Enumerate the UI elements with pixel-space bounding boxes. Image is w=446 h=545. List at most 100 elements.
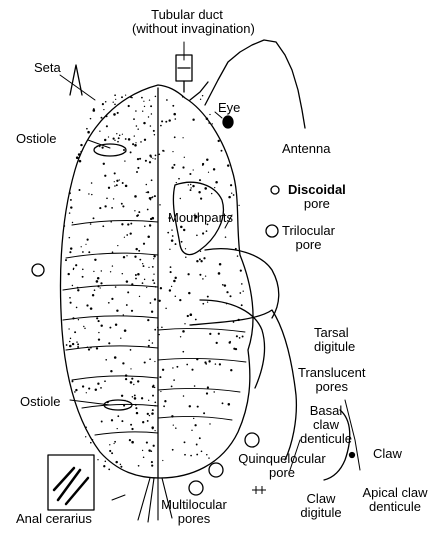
stipple-dot xyxy=(135,411,139,415)
stipple-dot xyxy=(121,420,124,423)
stipple-dot xyxy=(111,207,113,209)
stipple-dot xyxy=(100,116,103,119)
tarsal-digitule-label: Tarsal digitule xyxy=(314,326,355,354)
stipple-dot xyxy=(194,424,197,427)
stipple-dot xyxy=(133,397,137,400)
stipple-dot xyxy=(85,392,87,394)
claw-digitule-line1: Claw xyxy=(306,491,336,506)
stipple-dot xyxy=(149,154,152,157)
stipple-dot xyxy=(209,332,212,336)
stipple-dot xyxy=(114,323,118,327)
ostiole-bottom-label: Ostiole xyxy=(20,394,61,409)
stipple-dot xyxy=(163,405,165,408)
stipple-dot xyxy=(134,210,136,212)
leg-mid xyxy=(199,299,266,389)
discoidal-pore-glyph xyxy=(270,185,280,195)
stipple-dot xyxy=(201,94,204,97)
stipple-dot xyxy=(199,273,202,276)
stipple-dot xyxy=(143,278,146,281)
stipple-dot xyxy=(151,342,154,344)
stipple-dot xyxy=(196,358,199,361)
stipple-dot xyxy=(154,158,156,160)
stipple-dot xyxy=(207,171,210,173)
stipple-dot xyxy=(129,151,132,154)
stipple-dot xyxy=(242,290,244,292)
stipple-dot xyxy=(71,284,74,287)
multilocular-pores-label: Multilocular pores xyxy=(152,498,236,526)
stipple-dot xyxy=(113,181,115,183)
stipple-dot xyxy=(115,98,117,101)
stipple-dot xyxy=(182,228,186,232)
stipple-dot xyxy=(95,347,99,350)
stipple-dot xyxy=(194,318,197,321)
stipple-dot xyxy=(105,115,108,118)
stipple-dot xyxy=(137,166,140,169)
stipple-dot xyxy=(172,104,175,107)
stipple-dot xyxy=(151,385,155,388)
stipple-dot xyxy=(161,120,164,123)
stipple-dot xyxy=(83,325,85,328)
stipple-dot xyxy=(206,295,209,298)
stipple-dot xyxy=(152,157,154,159)
stipple-dot xyxy=(120,202,123,205)
stipple-dot xyxy=(129,381,133,384)
stipple-dot xyxy=(154,401,157,404)
stipple-dot xyxy=(128,439,131,442)
multilocular-pore-glyph-1 xyxy=(188,480,204,496)
tarsal-line1: Tarsal xyxy=(314,325,349,340)
stipple-dot xyxy=(97,338,101,341)
stipple-dot xyxy=(149,125,152,127)
stipple-dot xyxy=(142,263,144,265)
stipple-dot xyxy=(145,191,147,194)
stipple-dot xyxy=(170,385,173,388)
anal-cerarius-label: Anal cerarius xyxy=(16,511,92,526)
stipple-dot xyxy=(206,453,208,456)
stipple-dot xyxy=(200,450,203,453)
stipple-dot xyxy=(112,198,115,200)
stipple-dot xyxy=(152,444,155,447)
stipple-dot xyxy=(99,207,102,210)
stipple-dot xyxy=(99,287,101,289)
stipple-dot xyxy=(149,199,152,201)
stipple-dot xyxy=(104,205,107,208)
quinque-line2: pore xyxy=(268,465,296,480)
stipple-dot xyxy=(78,189,81,191)
stipple-dot xyxy=(144,159,147,162)
body-outline xyxy=(59,84,254,479)
stipple-dot xyxy=(91,193,93,196)
stipple-dot xyxy=(140,141,142,143)
stipple-dot xyxy=(104,100,107,103)
stipple-dot xyxy=(199,98,202,100)
stipple-dot xyxy=(82,251,84,253)
stipple-dot xyxy=(169,266,172,268)
stipple-dot xyxy=(198,258,201,261)
stipple-dot xyxy=(211,123,213,125)
stipple-dot xyxy=(211,192,213,195)
stipple-dot xyxy=(117,137,120,140)
apical-line1: Apical claw xyxy=(362,485,428,500)
stipple-dot xyxy=(241,335,244,338)
stipple-dot xyxy=(136,171,138,173)
stipple-dot xyxy=(195,443,198,446)
stipple-dot xyxy=(109,271,112,273)
stipple-dot xyxy=(206,301,209,303)
stipple-dot xyxy=(179,298,182,302)
stipple-dot xyxy=(170,239,174,242)
stipple-dot xyxy=(229,184,233,187)
stipple-dot xyxy=(148,399,150,401)
stipple-dot xyxy=(153,254,156,258)
stipple-dot xyxy=(123,329,127,332)
stipple-dot xyxy=(91,438,94,441)
stipple-dot xyxy=(146,191,150,194)
stipple-dot xyxy=(240,283,243,285)
quinquelocular-pore-label: Quinquelocular pore xyxy=(232,452,332,480)
stipple-dot xyxy=(71,342,75,346)
stipple-dot xyxy=(86,346,89,348)
stipple-dot xyxy=(154,154,157,157)
stipple-dot xyxy=(90,441,92,444)
stipple-dot xyxy=(71,221,74,224)
stipple-dot xyxy=(191,368,194,371)
stipple-dot xyxy=(100,270,103,272)
stipple-dot xyxy=(132,143,135,146)
